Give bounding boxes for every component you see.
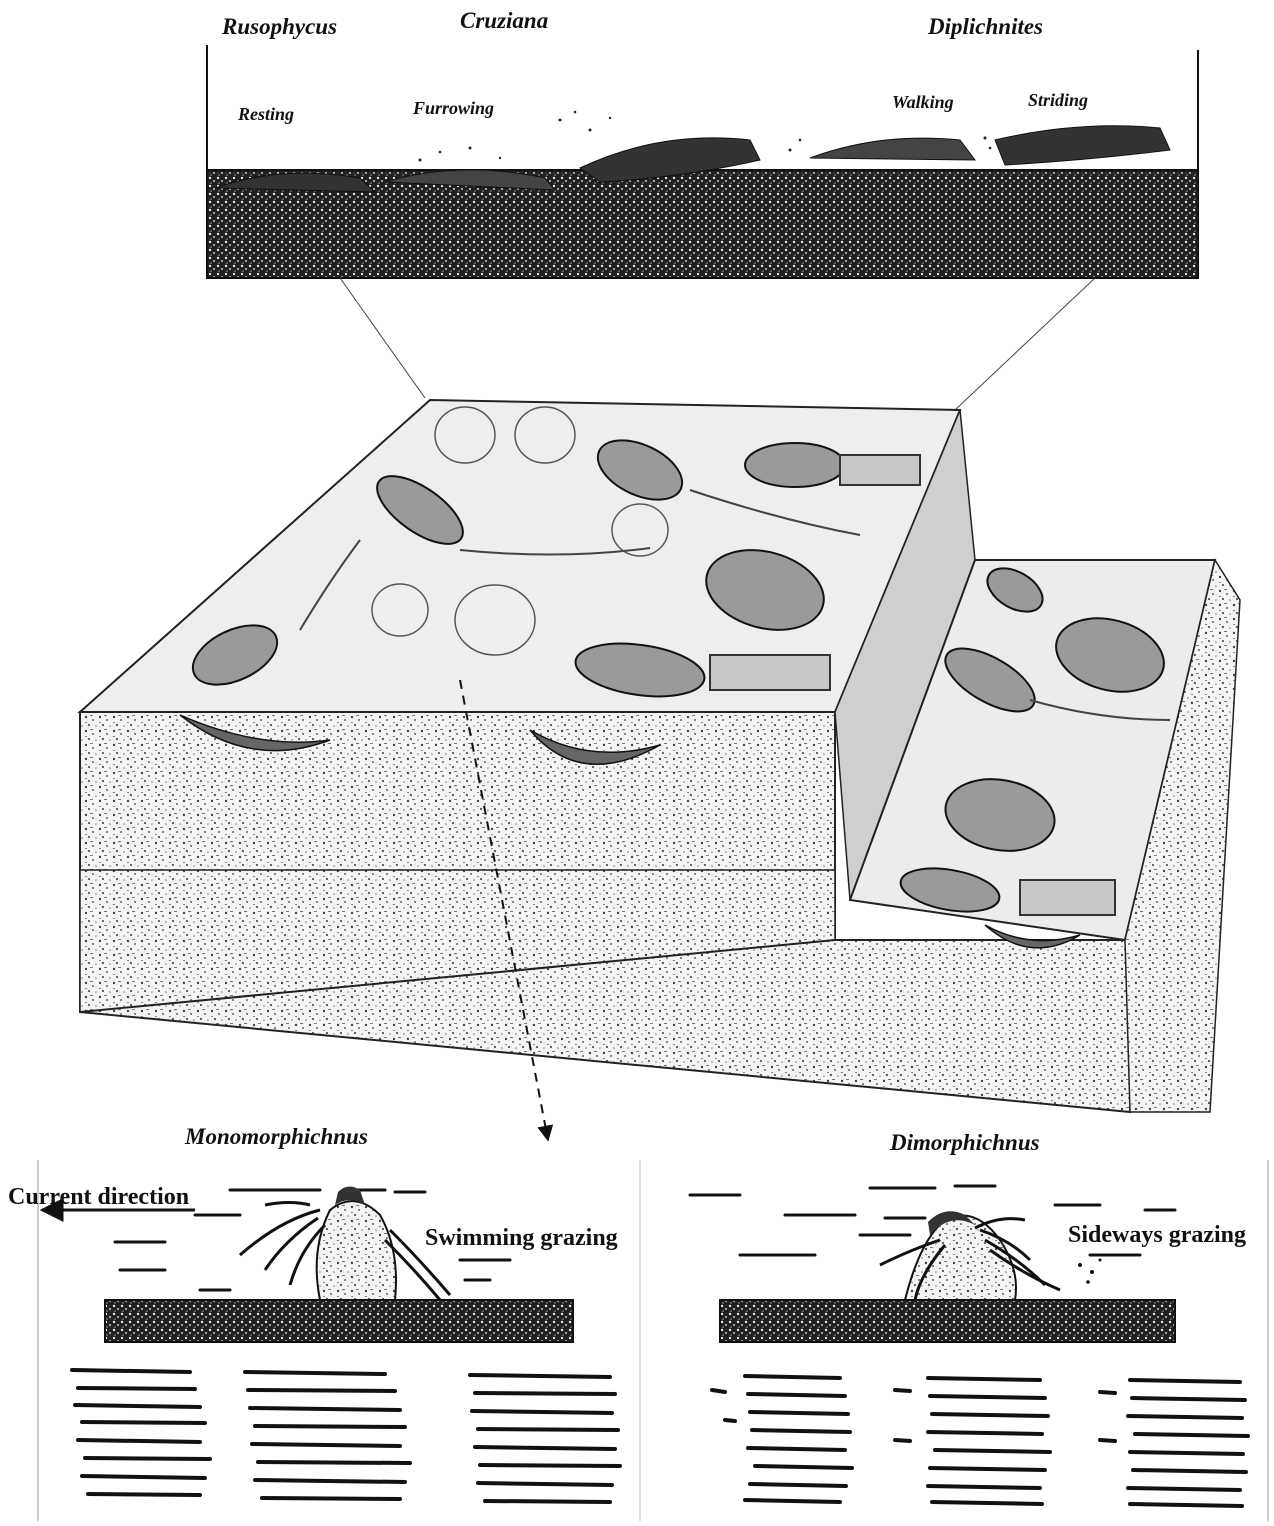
- diplichnites-label: Diplichnites: [928, 14, 1043, 40]
- resting-label: Resting: [238, 104, 294, 125]
- monomorphichnus-label: Monomorphichnus: [185, 1124, 368, 1150]
- bottom-left-scene: [38, 1160, 640, 1521]
- bottom-right-scene: [690, 1160, 1268, 1521]
- sideways-grazing-label: Sideways grazing: [1068, 1222, 1246, 1249]
- zoom-connector-left: [340, 278, 425, 398]
- current-direction-label: Current direction: [8, 1184, 189, 1211]
- cruziana-label: Cruziana: [460, 8, 548, 34]
- walking-label: Walking: [892, 92, 954, 113]
- dimorphichnus-label: Dimorphichnus: [890, 1130, 1040, 1156]
- zoom-connector-right: [955, 278, 1095, 410]
- striding-label: Striding: [1028, 90, 1088, 111]
- laminae-left: [72, 1370, 620, 1502]
- block-diagram: [80, 400, 1240, 1140]
- rusophycus-label: Rusophycus: [222, 14, 337, 40]
- top-cross-section: [207, 45, 1198, 278]
- laminae-right: [712, 1376, 1248, 1506]
- furrowing-label: Furrowing: [413, 98, 494, 119]
- swimming-grazing-label: Swimming grazing: [425, 1225, 618, 1252]
